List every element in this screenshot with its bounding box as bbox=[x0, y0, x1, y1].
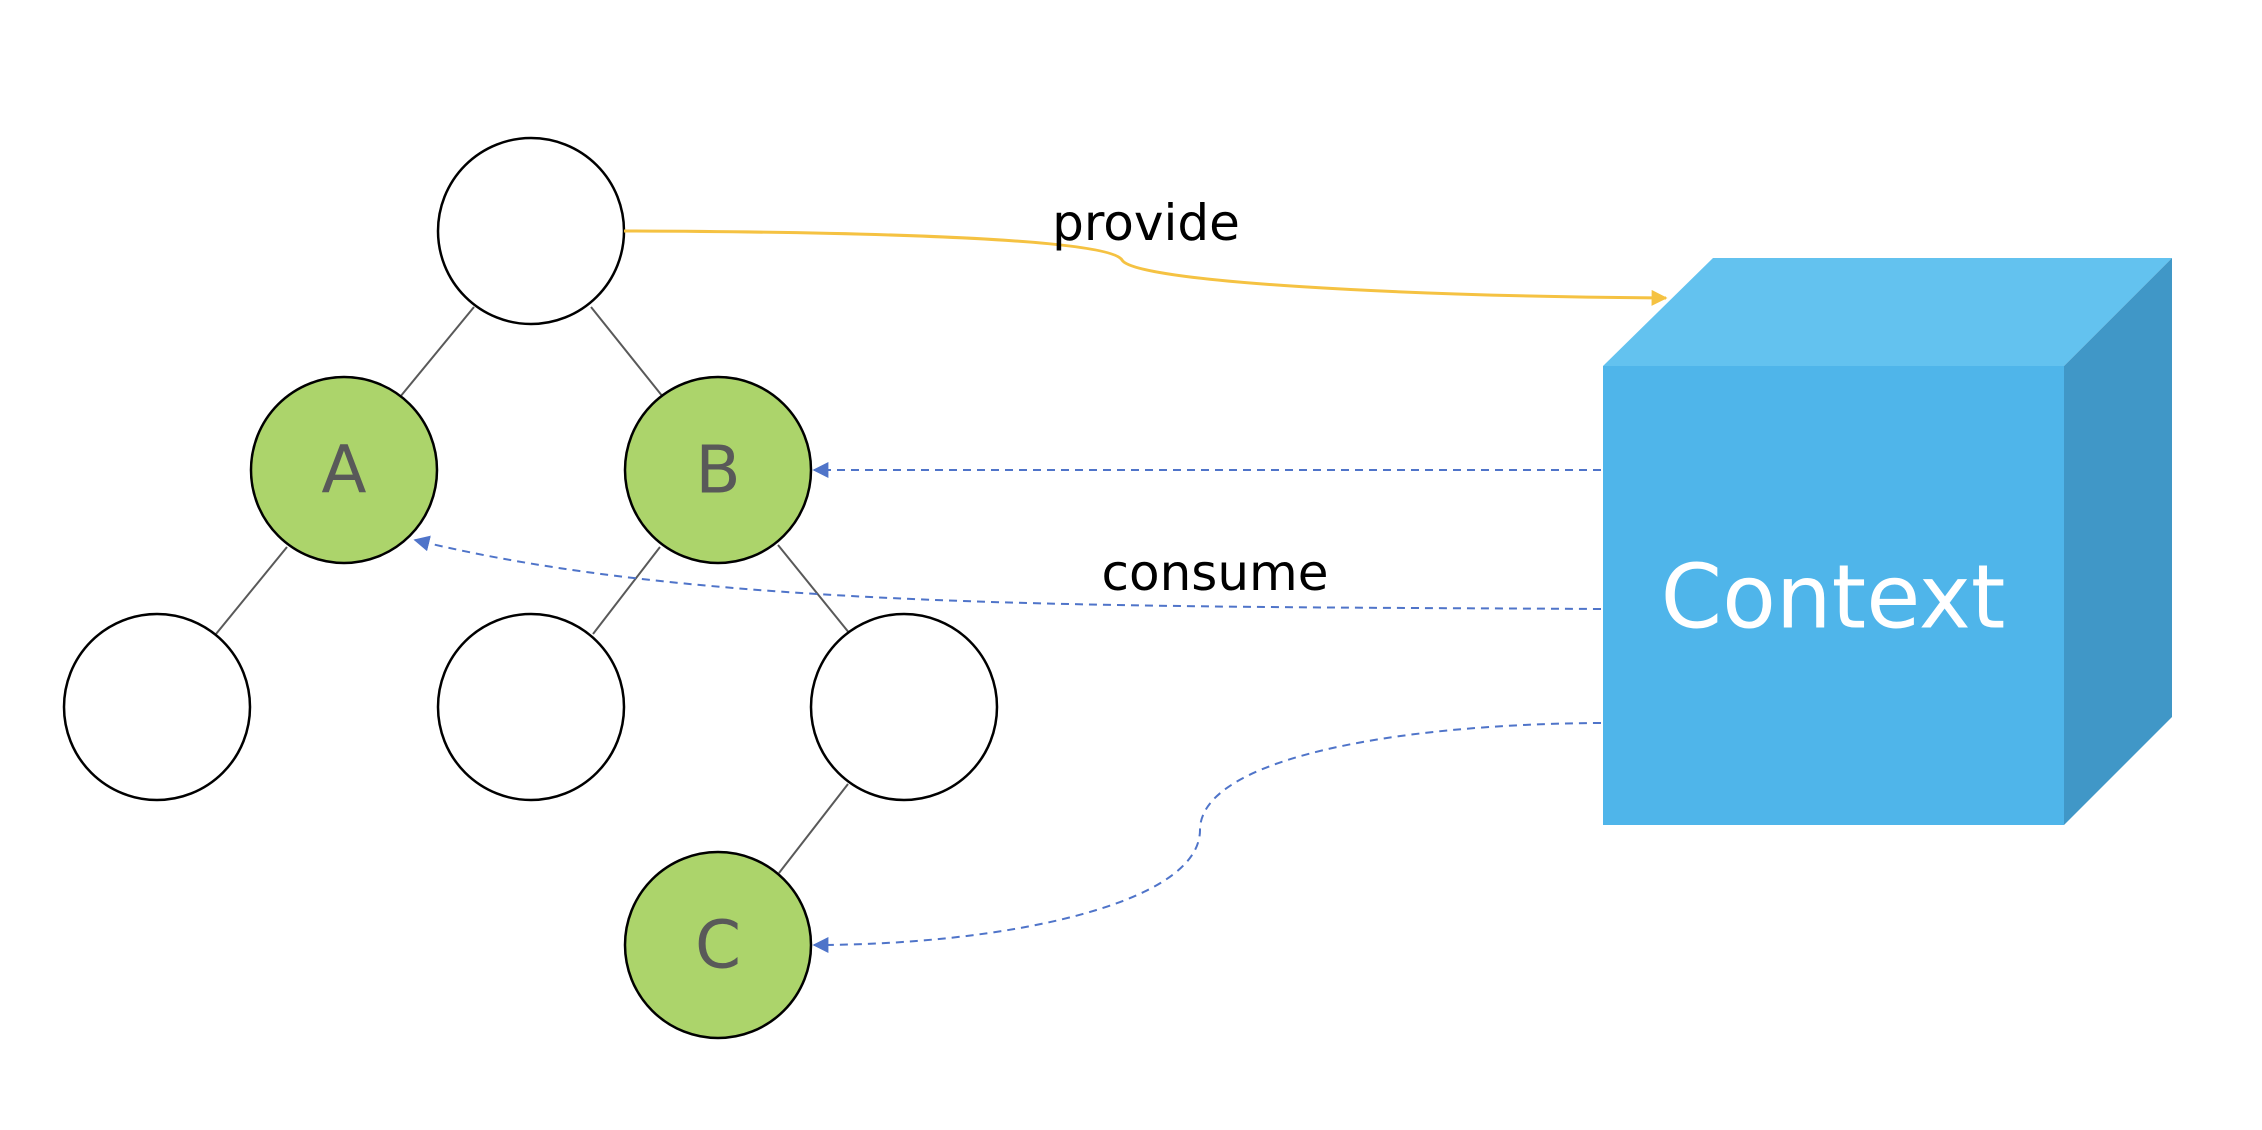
tree-node-b-child-left bbox=[436, 612, 626, 802]
tree-edges bbox=[215, 306, 851, 874]
consume-label: consume bbox=[1102, 544, 1329, 602]
consume-arrow-c bbox=[812, 722, 1602, 953]
edge-b-right bbox=[777, 544, 851, 635]
tree-node-b-child-right bbox=[809, 612, 999, 802]
provide-label: provide bbox=[1052, 194, 1240, 252]
context-cube-front bbox=[1603, 366, 2064, 825]
context-cube: Context bbox=[1603, 258, 2172, 825]
node-b-child-left-circle bbox=[436, 612, 626, 802]
node-c-label: C bbox=[695, 907, 741, 984]
node-b-child-right-circle bbox=[809, 612, 999, 802]
tree-node-c: C bbox=[623, 850, 813, 1040]
tree-node-b: B bbox=[623, 375, 813, 565]
consume-arrow-a bbox=[413, 535, 1602, 610]
node-b-circle bbox=[623, 375, 813, 565]
context-label: Context bbox=[1661, 546, 2006, 649]
context-cube-top bbox=[1603, 258, 2172, 366]
tree-node-a-child bbox=[62, 612, 252, 802]
tree-node-root bbox=[436, 136, 626, 326]
edge-b-left bbox=[592, 546, 661, 635]
provide-arrow bbox=[623, 229, 1668, 306]
node-a-label: A bbox=[321, 432, 366, 509]
context-cube-side bbox=[2064, 258, 2172, 825]
edge-right-c bbox=[778, 783, 849, 874]
edge-root-b bbox=[590, 306, 664, 398]
node-c-circle bbox=[623, 850, 813, 1040]
node-a-child-circle bbox=[62, 612, 252, 802]
tree-node-a: A bbox=[249, 375, 439, 565]
node-a-circle bbox=[249, 375, 439, 565]
node-root-circle bbox=[436, 136, 626, 326]
edge-a-child bbox=[215, 546, 288, 635]
node-b-label: B bbox=[695, 432, 740, 509]
edge-root-a bbox=[399, 306, 475, 398]
